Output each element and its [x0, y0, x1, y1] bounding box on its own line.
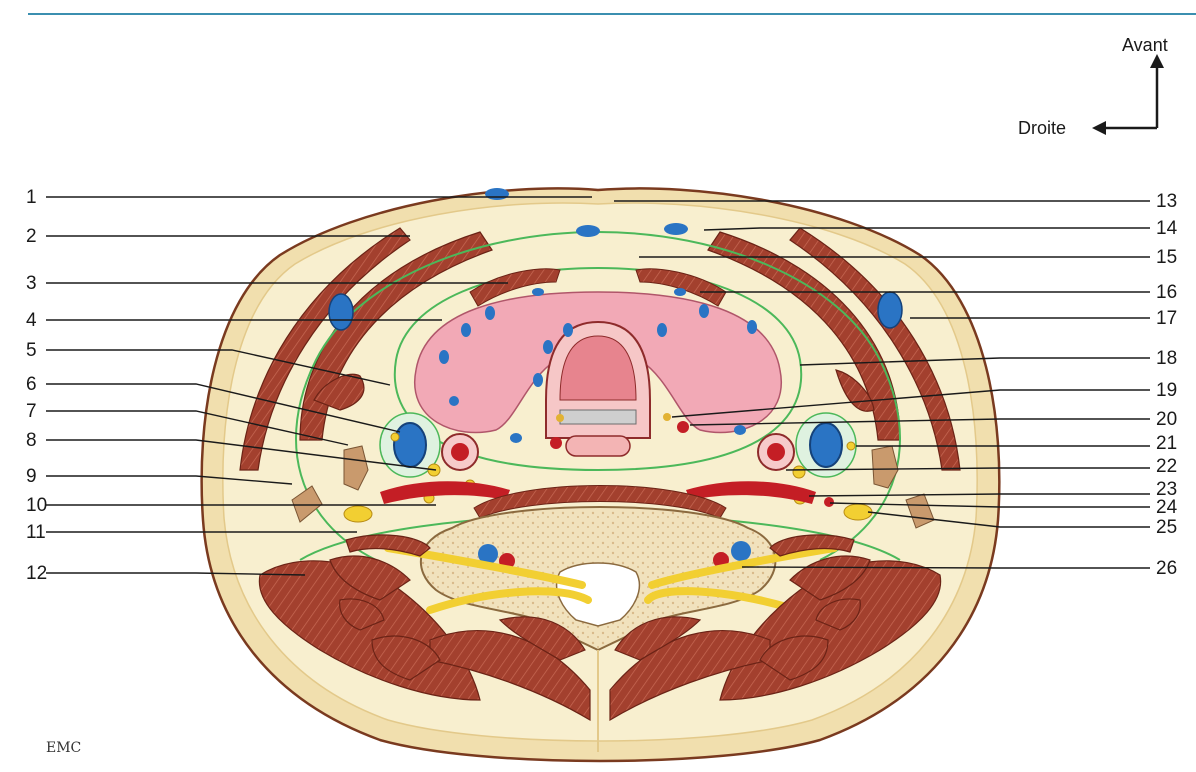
laryngeal-nerve-left [663, 413, 671, 421]
label-24: 24 [1156, 497, 1178, 518]
publisher-logo: EMC [46, 740, 81, 756]
recurrent-laryngeal-artery [677, 421, 689, 433]
label-12: 12 [26, 563, 47, 584]
anterior-jugular-vein [485, 188, 509, 200]
label-26: 26 [1156, 558, 1177, 579]
label-1: 1 [26, 187, 37, 208]
label-17: 17 [1156, 308, 1177, 329]
anterior-jugular-right [576, 225, 600, 237]
left-labels: 1 2 3 4 5 6 7 8 9 10 11 12 [26, 187, 47, 584]
label-9: 9 [26, 466, 37, 487]
label-4: 4 [26, 310, 37, 331]
label-6: 6 [26, 374, 37, 395]
label-2: 2 [26, 226, 37, 247]
orientation-compass: Avant Droite [1018, 35, 1168, 138]
anterior-jugular-left [664, 223, 688, 235]
label-3: 3 [26, 273, 37, 294]
label-18: 18 [1156, 348, 1177, 369]
label-8: 8 [26, 430, 37, 451]
external-jugular-left [878, 292, 902, 328]
anterior-label: Avant [1122, 35, 1168, 55]
label-20: 20 [1156, 409, 1177, 430]
label-13: 13 [1156, 191, 1177, 212]
inferior-thyroid-artery [550, 437, 562, 449]
external-jugular-right [329, 294, 353, 330]
brachial-plexus-right [344, 506, 372, 522]
label-25: 25 [1156, 517, 1177, 538]
label-14: 14 [1156, 218, 1178, 239]
right-labels: 13 14 15 16 17 18 19 20 21 22 23 24 25 2… [1156, 191, 1178, 579]
right-side-label: Droite [1018, 118, 1066, 138]
label-16: 16 [1156, 282, 1177, 303]
esophagus [566, 436, 630, 456]
label-11: 11 [26, 522, 46, 543]
label-10: 10 [26, 495, 47, 516]
label-21: 21 [1156, 433, 1177, 454]
label-15: 15 [1156, 247, 1177, 268]
label-7: 7 [26, 401, 37, 422]
label-5: 5 [26, 340, 37, 361]
label-22: 22 [1156, 456, 1177, 477]
label-19: 19 [1156, 380, 1177, 401]
brachial-plexus-left [844, 504, 872, 520]
laryngeal-nerve-right [556, 414, 564, 422]
neck-section-drawing [202, 188, 1000, 761]
vertebral-vein-small [824, 497, 834, 507]
